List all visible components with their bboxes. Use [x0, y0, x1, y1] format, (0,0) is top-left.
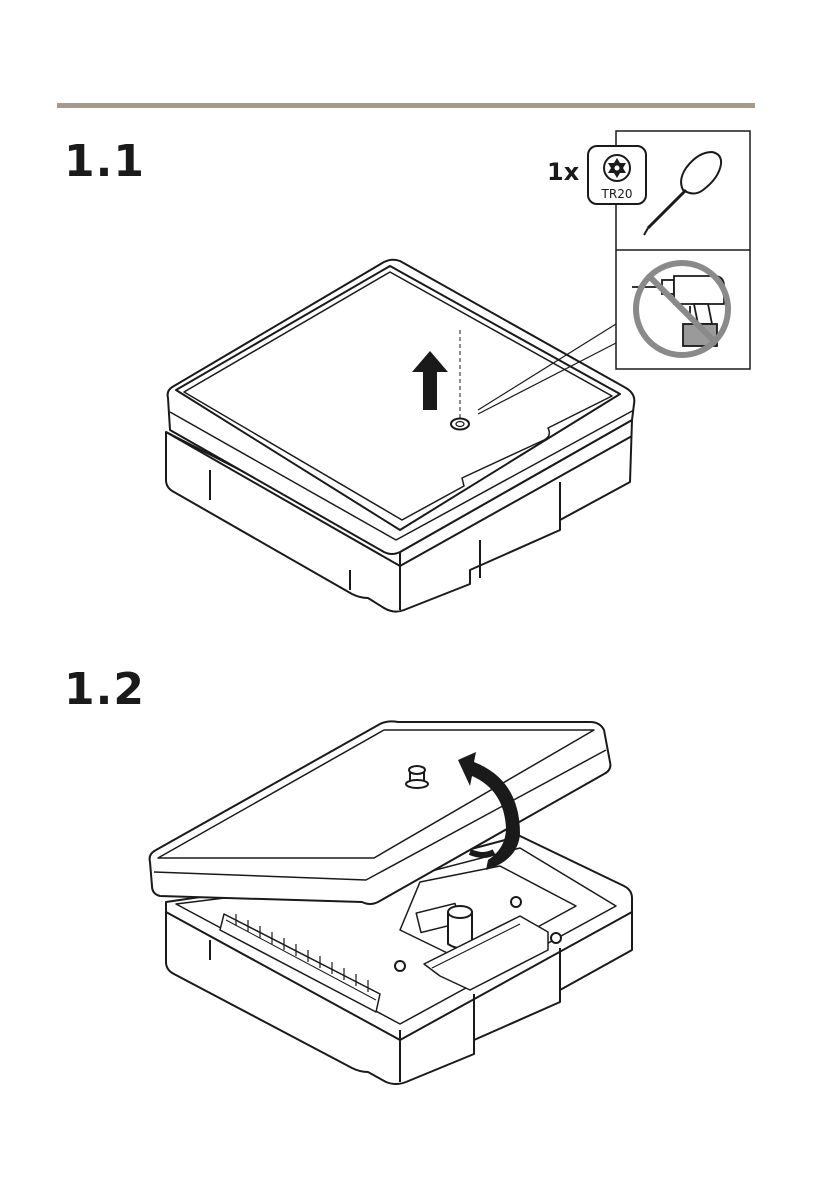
illustration-step-1-2	[0, 0, 839, 1191]
